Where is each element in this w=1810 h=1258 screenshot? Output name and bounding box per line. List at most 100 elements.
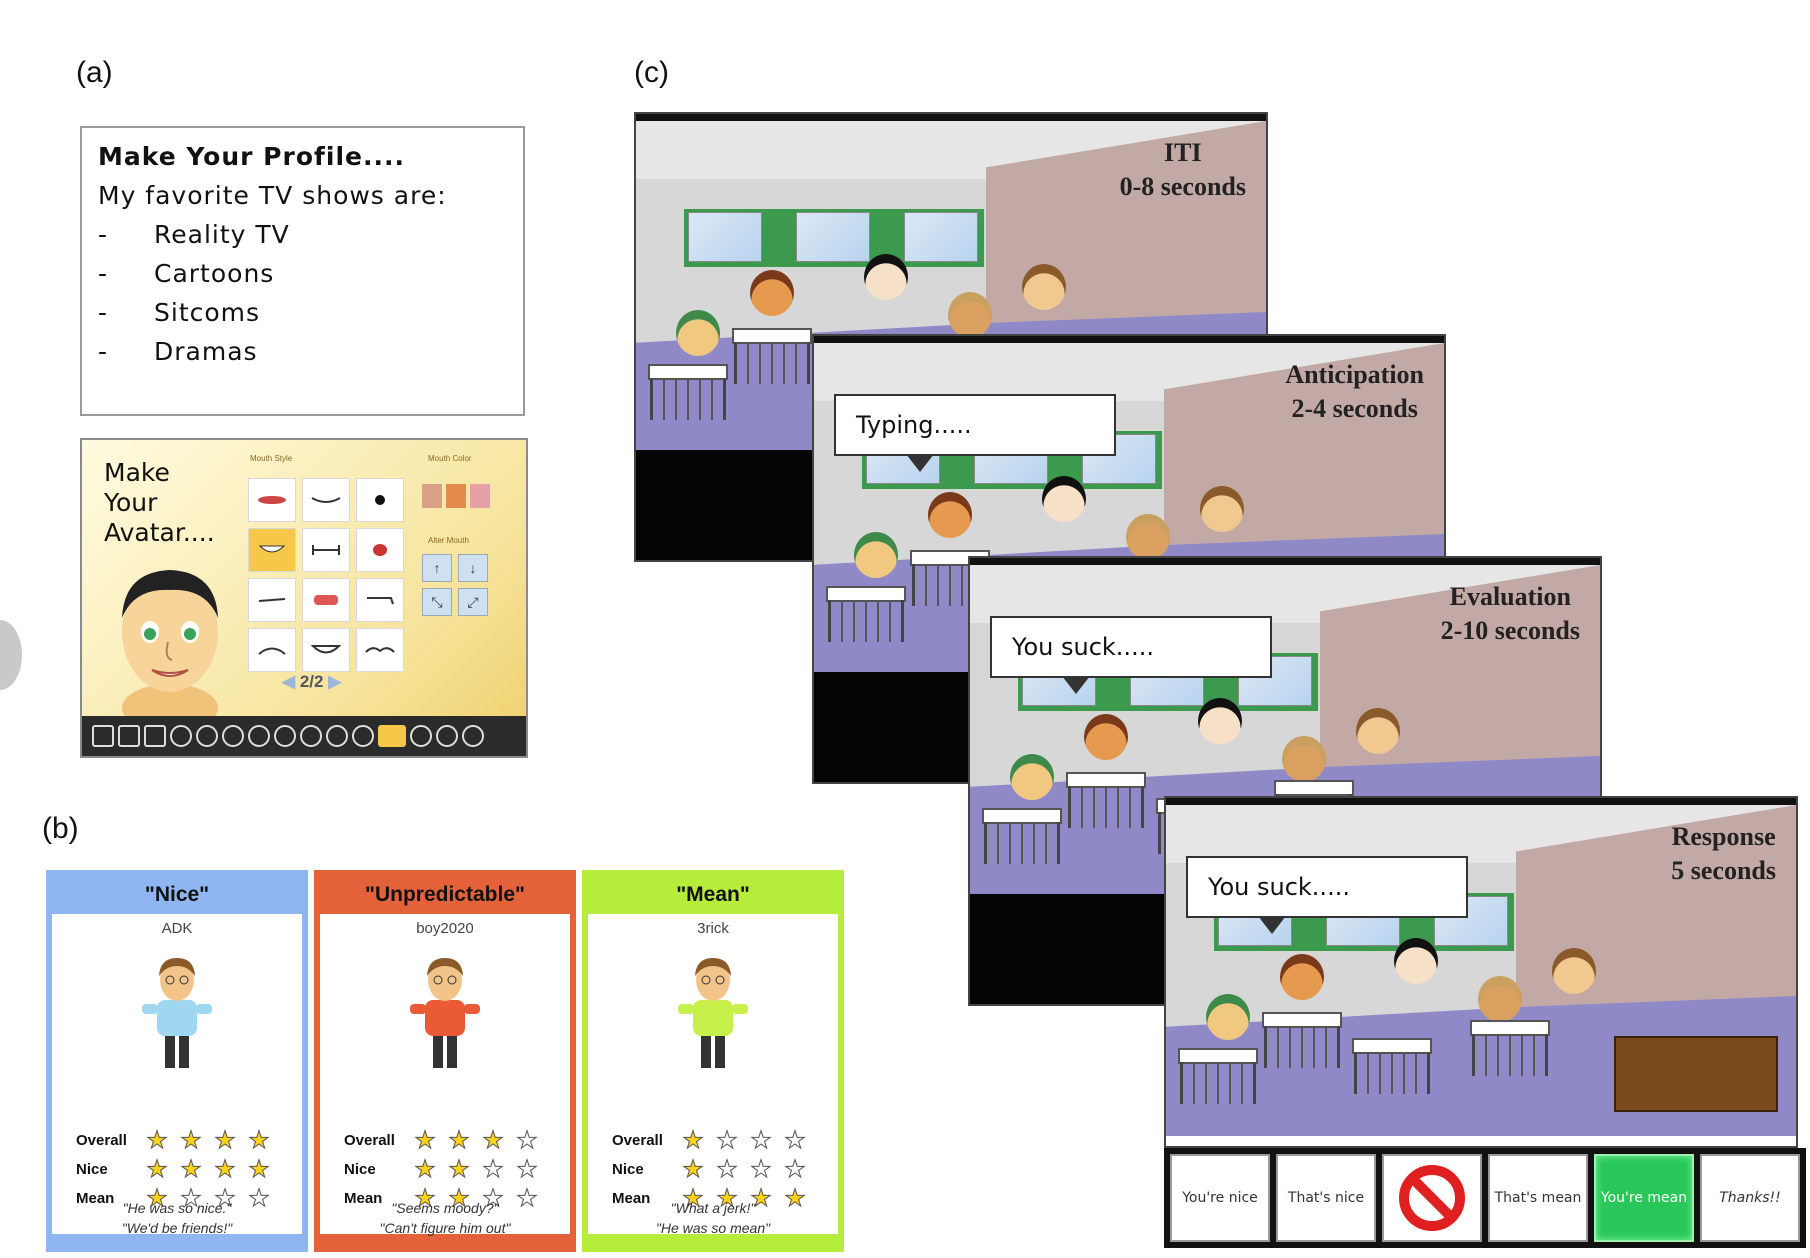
tool-icon[interactable] — [170, 725, 192, 747]
tool-icon[interactable] — [462, 725, 484, 747]
mouth-option[interactable] — [356, 578, 404, 622]
profile-card: "Nice"ADK Overall★★★★Nice★★★★Mean★★★★"He… — [46, 870, 308, 1252]
student-head — [1022, 264, 1066, 310]
desk-legs — [1068, 786, 1144, 828]
profile-title: Make Your Profile.... — [98, 142, 405, 171]
profile-card: "Mean"3rick Overall★★★★Nice★★★★Mean★★★★"… — [582, 870, 844, 1252]
mouth-option[interactable] — [356, 478, 404, 522]
student-head — [948, 292, 992, 338]
student — [928, 492, 972, 538]
response-button[interactable]: That's nice — [1276, 1154, 1376, 1242]
star-icon: ★ — [414, 1184, 437, 1212]
student-head — [928, 492, 972, 538]
star-icon: ★ — [180, 1184, 203, 1212]
student — [1198, 698, 1242, 744]
card-quote: "What a jerk!" — [670, 1200, 756, 1216]
tool-icon[interactable] — [274, 725, 296, 747]
mouth-option[interactable] — [302, 478, 350, 522]
mouth-tool-icon[interactable] — [378, 725, 406, 747]
response-button[interactable]: Thanks!! — [1700, 1154, 1800, 1242]
card-type: "Unpredictable" — [365, 883, 525, 906]
tool-icon[interactable] — [300, 725, 322, 747]
mouth-option[interactable] — [302, 578, 350, 622]
student — [1552, 948, 1596, 994]
page-indicator: 2/2 — [299, 672, 324, 691]
star-icon: ★ — [784, 1126, 807, 1154]
response-button[interactable]: You're mean — [1594, 1154, 1694, 1242]
color-swatch[interactable] — [446, 484, 466, 508]
color-swatch[interactable] — [422, 484, 442, 508]
student — [1200, 486, 1244, 532]
tool-icon[interactable] — [248, 725, 270, 747]
tool-icon[interactable] — [326, 725, 348, 747]
mouth-option-selected[interactable] — [248, 528, 296, 572]
tool-icon[interactable] — [196, 725, 218, 747]
student — [864, 254, 908, 300]
rating-table: Overall★★★★Nice★★★★Mean★★★★ — [344, 1126, 544, 1213]
panel-label-c: (c) — [634, 56, 669, 89]
tool-icon[interactable] — [92, 725, 114, 747]
pager: ◀ 2/2 ▶ — [282, 672, 341, 692]
student-head — [1282, 736, 1326, 782]
move-down-icon[interactable]: ↓ — [458, 554, 488, 582]
phase-duration: 2-10 seconds — [1440, 616, 1580, 645]
profile-item: -Dramas — [98, 337, 258, 366]
response-button[interactable]: You're nice — [1170, 1154, 1270, 1242]
student — [1126, 514, 1170, 560]
expand-icon[interactable]: ⤢ — [458, 588, 488, 616]
card-type: "Mean" — [676, 883, 750, 906]
shrink-icon[interactable]: ⤡ — [422, 588, 452, 616]
star-icon: ★ — [146, 1184, 169, 1212]
phase-name: Response — [1671, 822, 1776, 851]
card-quote: "He was so mean" — [655, 1220, 771, 1236]
desk-legs — [828, 600, 904, 642]
star-icon: ★ — [146, 1126, 169, 1154]
tool-icon[interactable] — [118, 725, 140, 747]
phase-name: ITI — [1164, 138, 1202, 167]
star-icon: ★ — [180, 1126, 203, 1154]
scene-top-bar — [636, 114, 1266, 121]
tool-icon[interactable] — [352, 725, 374, 747]
desk-legs — [1180, 1062, 1256, 1104]
mouth-option[interactable] — [302, 628, 350, 672]
student-head — [854, 532, 898, 578]
star-icon: ★ — [248, 1155, 271, 1183]
mouth-option[interactable] — [248, 628, 296, 672]
student-head — [864, 254, 908, 300]
tool-icon[interactable] — [144, 725, 166, 747]
no-response-icon[interactable] — [1382, 1154, 1482, 1242]
student-head — [1478, 976, 1522, 1022]
star-icon: ★ — [716, 1184, 739, 1212]
star-icon: ★ — [248, 1184, 271, 1212]
rating-label: Mean — [612, 1190, 651, 1207]
tool-icon[interactable] — [222, 725, 244, 747]
student-head — [1206, 994, 1250, 1040]
move-up-icon[interactable]: ↑ — [422, 554, 452, 582]
response-button[interactable]: That's mean — [1488, 1154, 1588, 1242]
rating-row: Mean★★★★ — [344, 1184, 544, 1213]
star-icon: ★ — [784, 1184, 807, 1212]
mouth-option[interactable] — [248, 478, 296, 522]
tool-icon[interactable] — [436, 725, 458, 747]
card-body: boy2020 Overall★★★★Nice★★★★Mean★★★★"Seem… — [320, 914, 570, 1236]
profile-item: -Reality TV — [98, 220, 290, 249]
mouth-option[interactable] — [356, 628, 404, 672]
mouth-option[interactable] — [302, 528, 350, 572]
alter-mouth-controls: ↑ ↓ ⤡ ⤢ — [422, 554, 488, 616]
student-head — [1200, 486, 1244, 532]
mouth-option[interactable] — [356, 528, 404, 572]
phase-duration: 0-8 seconds — [1119, 172, 1246, 201]
next-page-icon[interactable]: ▶ — [328, 672, 342, 691]
mouth-option[interactable] — [248, 578, 296, 622]
tool-icon[interactable] — [410, 725, 432, 747]
profile-item: -Cartoons — [98, 259, 275, 288]
speech-bubble: You suck..... — [1186, 856, 1468, 934]
student — [1084, 714, 1128, 760]
prev-page-icon[interactable]: ◀ — [282, 672, 296, 691]
desk-legs — [1264, 1026, 1340, 1068]
card-quote: "Can't figure him out" — [379, 1220, 511, 1236]
card-quote: "Seems moody?" — [391, 1200, 499, 1216]
card-body: 3rick Overall★★★★Nice★★★★Mean★★★★"What a… — [588, 914, 838, 1236]
rating-row: Mean★★★★ — [612, 1184, 812, 1213]
color-swatch[interactable] — [470, 484, 490, 508]
